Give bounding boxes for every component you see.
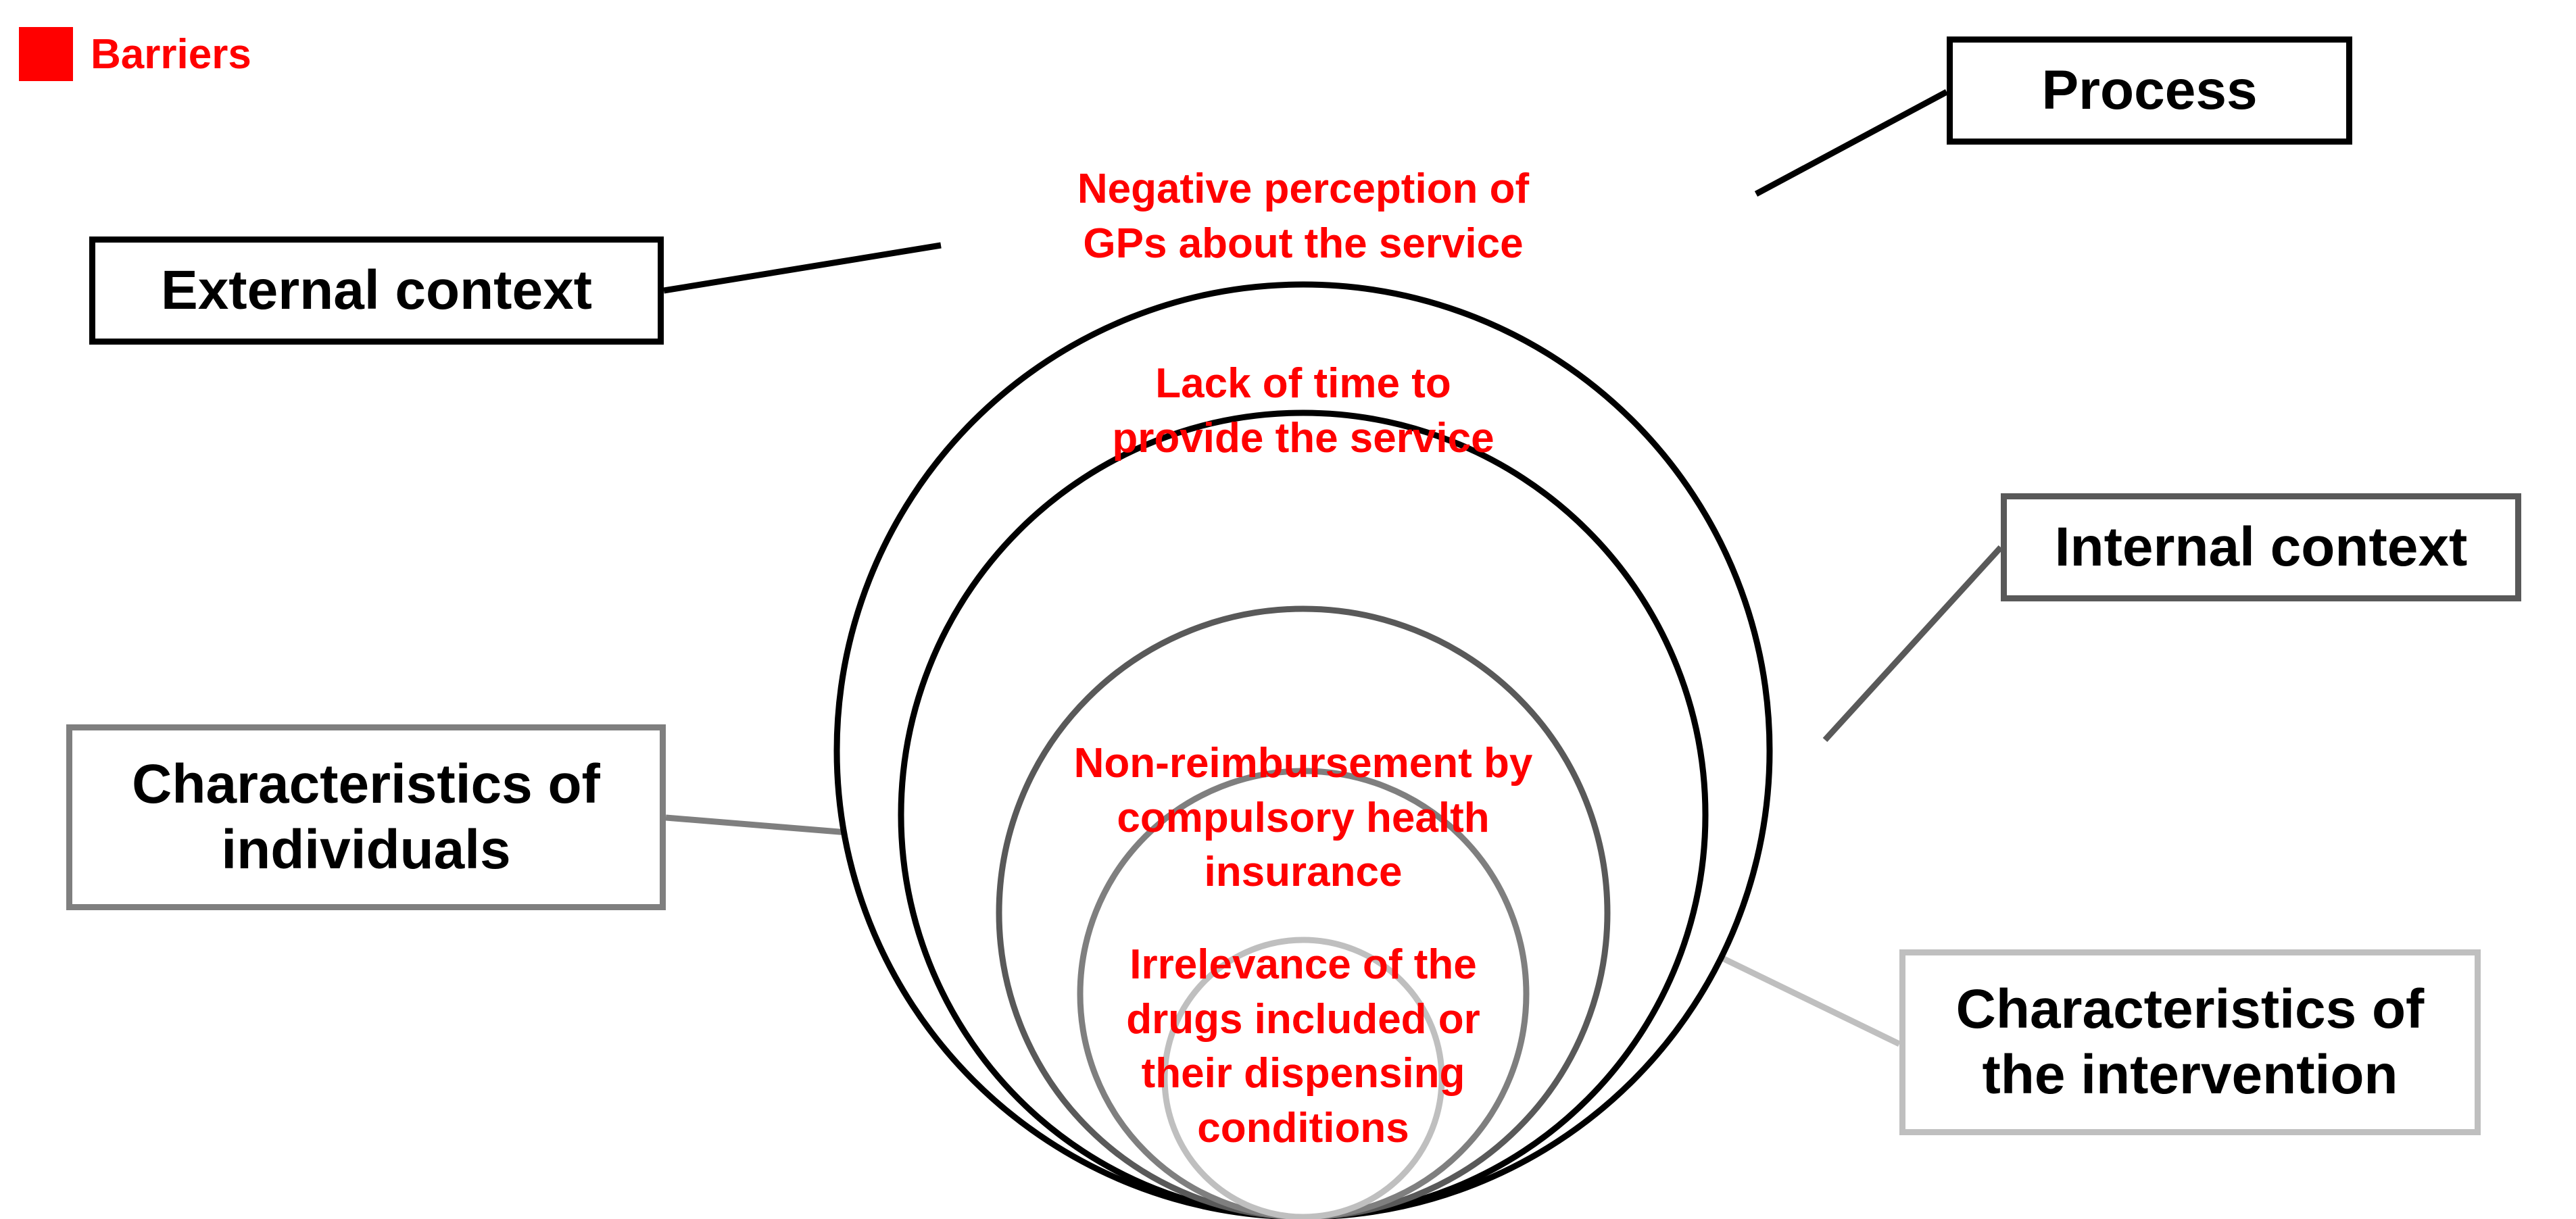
process-connector [1754,89,1949,197]
individuals-box: Characteristics of individuals [66,724,666,910]
barrier-lack-of-time: Lack of time to provide the service [1112,360,1494,462]
legend-swatch [19,27,73,81]
internal-context-box: Internal context [2001,493,2521,601]
intervention-circle [1161,937,1445,1219]
barrier-irrelevance: Irrelevance of the drugs included or the… [1126,941,1480,1151]
internal-context-connector [1822,545,2003,743]
legend: Barriers [19,27,251,81]
external-context-box: External context [89,237,664,345]
external-context-connector [663,242,942,294]
intervention-box: Characteristics of the intervention [1899,949,2481,1135]
barrier-non-reimbursement: Non-reimbursement by compulsory health i… [1073,740,1533,896]
barrier-negative-perception: Negative perception of GPs about the ser… [1077,166,1530,267]
legend-label: Barriers [91,30,251,78]
process-box: Process [1947,36,2352,145]
